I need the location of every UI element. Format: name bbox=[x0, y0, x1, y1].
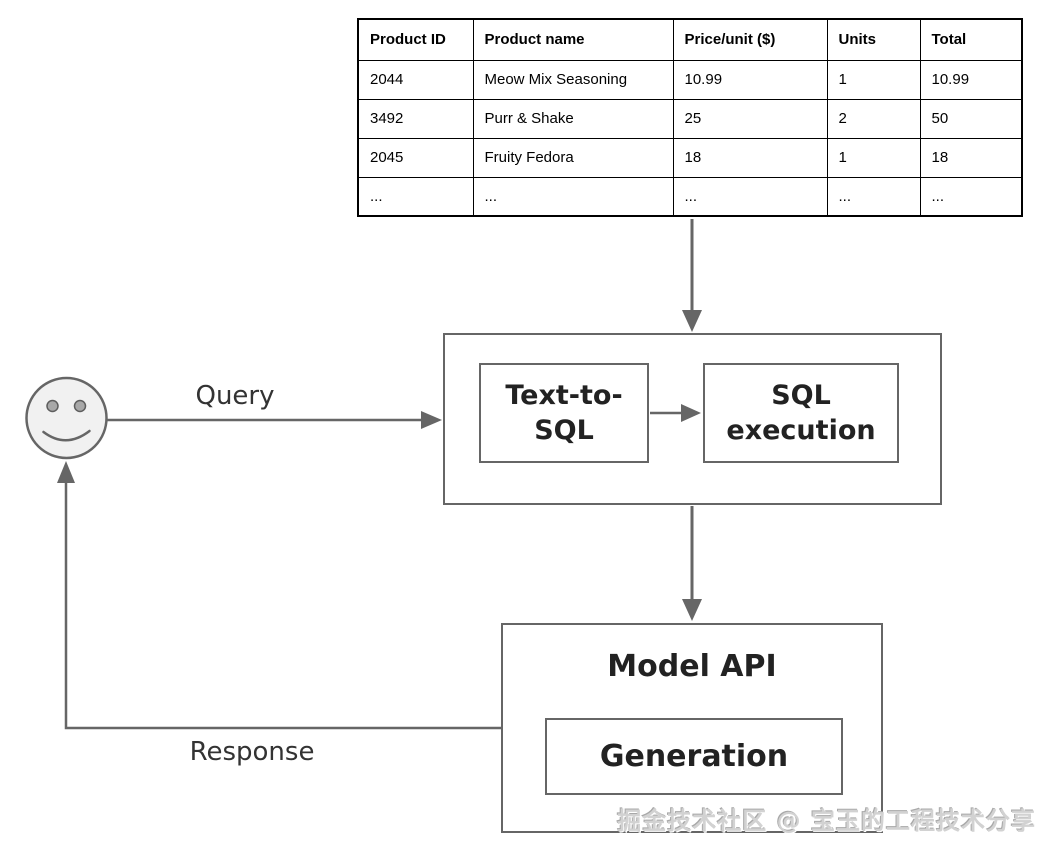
table-cell: 1 bbox=[826, 137, 921, 178]
header-cell-product-id: Product ID bbox=[357, 18, 474, 61]
table-cell: 50 bbox=[919, 98, 1023, 139]
table-cell: 2045 bbox=[357, 137, 474, 178]
table-cell: ... bbox=[826, 176, 921, 217]
product-table: Product ID Product name Price/unit ($) U… bbox=[357, 18, 1023, 217]
table-header-row: Product ID Product name Price/unit ($) U… bbox=[357, 18, 1023, 61]
sql-execution-label-line2: execution bbox=[726, 415, 876, 446]
text-to-sql-label-line2: SQL bbox=[534, 415, 594, 446]
arrowhead-right-icon bbox=[421, 411, 442, 429]
table-cell: Meow Mix Seasoning bbox=[472, 59, 674, 100]
header-cell-price: Price/unit ($) bbox=[672, 18, 828, 61]
table-cell: 18 bbox=[919, 137, 1023, 178]
response-arrow bbox=[57, 461, 501, 730]
model-api-box: Model API Generation bbox=[501, 623, 883, 833]
watermark: 掘金技术社区 @ 宝玉的工程技术分享 bbox=[617, 807, 1036, 835]
generation-label: Generation bbox=[599, 739, 789, 774]
sql-execution-label-line1: SQL bbox=[771, 379, 831, 411]
arrowhead-down-icon bbox=[682, 599, 702, 621]
query-label: Query bbox=[195, 381, 275, 411]
table-cell: 10.99 bbox=[919, 59, 1023, 100]
table-cell: 10.99 bbox=[672, 59, 828, 100]
table-cell: 25 bbox=[672, 98, 828, 139]
arrowhead-up-icon bbox=[57, 461, 75, 483]
pipeline-to-model-arrow bbox=[682, 506, 702, 621]
response-label: Response bbox=[189, 737, 315, 767]
table-cell: 2 bbox=[826, 98, 921, 139]
text-to-sql-box: Text-to- SQL bbox=[479, 363, 649, 463]
table-cell: 3492 bbox=[357, 98, 474, 139]
table-cell: ... bbox=[919, 176, 1023, 217]
text-to-sql-label-line1: Text-to- bbox=[505, 379, 623, 411]
table-cell: ... bbox=[472, 176, 674, 217]
smiley-face-icon bbox=[25, 376, 108, 460]
query-arrow bbox=[107, 411, 442, 429]
table-cell: 1 bbox=[826, 59, 921, 100]
header-cell-total: Total bbox=[919, 18, 1023, 61]
table-to-pipeline-arrow bbox=[682, 219, 702, 332]
table-row: ... ... ... ... ... bbox=[357, 176, 1023, 217]
table-cell: ... bbox=[357, 176, 474, 217]
table-cell: Fruity Fedora bbox=[472, 137, 674, 178]
arrowhead-down-icon bbox=[682, 310, 702, 332]
model-api-title: Model API bbox=[607, 649, 777, 684]
header-cell-product-name: Product name bbox=[472, 18, 674, 61]
table-cell: ... bbox=[672, 176, 828, 217]
table-cell: 18 bbox=[672, 137, 828, 178]
generation-box: Generation bbox=[545, 718, 843, 795]
sql-execution-box: SQL execution bbox=[703, 363, 899, 463]
table-row: 3492 Purr & Shake 25 2 50 bbox=[357, 98, 1023, 139]
header-cell-units: Units bbox=[826, 18, 921, 61]
table-cell: 2044 bbox=[357, 59, 474, 100]
table-row: 2045 Fruity Fedora 18 1 18 bbox=[357, 137, 1023, 178]
table-cell: Purr & Shake bbox=[472, 98, 674, 139]
table-row: 2044 Meow Mix Seasoning 10.99 1 10.99 bbox=[357, 59, 1023, 100]
